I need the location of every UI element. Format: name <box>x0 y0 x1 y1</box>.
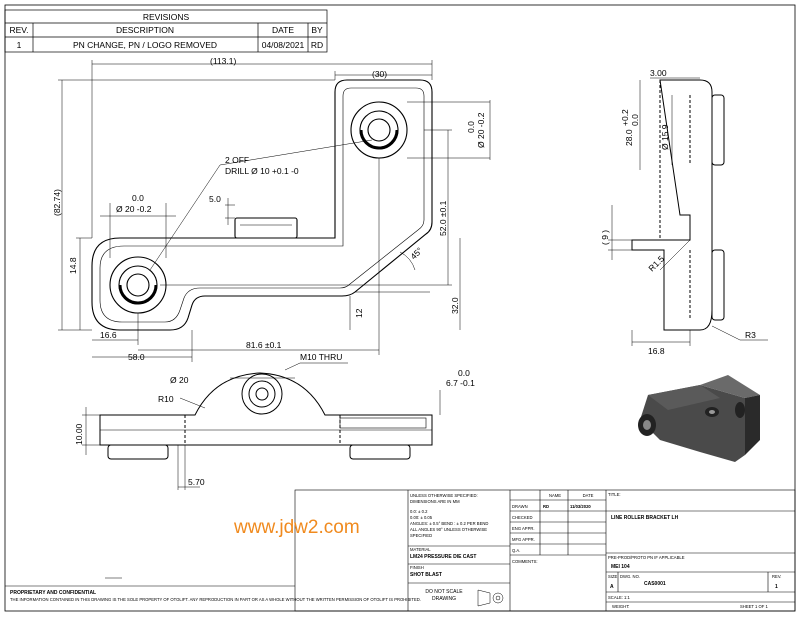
svg-text:3.00: 3.00 <box>650 68 667 78</box>
rev-value: 1 <box>17 40 22 50</box>
svg-text:+0.2: +0.2 <box>620 109 630 126</box>
bottom-dims <box>82 362 441 490</box>
title-block-text: UNLESS OTHERWISE SPECIFIED: DIMENSIONS A… <box>10 492 781 609</box>
hole-shade <box>118 284 158 305</box>
svg-text:14.8: 14.8 <box>68 257 78 274</box>
hole-shade <box>359 129 399 150</box>
svg-text:LM24 PRESSURE DIE CAST: LM24 PRESSURE DIE CAST <box>410 554 476 560</box>
revisions-title: REVISIONS <box>143 12 190 22</box>
svg-text:Q.A.: Q.A. <box>512 548 520 553</box>
revisions-table <box>4 9 328 53</box>
svg-text:DO NOT SCALE: DO NOT SCALE <box>425 589 463 595</box>
svg-text:28.0: 28.0 <box>624 129 634 146</box>
svg-text:6.7 -0.1: 6.7 -0.1 <box>446 378 475 388</box>
svg-text:0.0: 0.0 <box>458 368 470 378</box>
svg-text:ALL ANGLES 90° UNLESS OTHERWIS: ALL ANGLES 90° UNLESS OTHERWISE <box>410 527 487 532</box>
svg-text:DATE: DATE <box>583 493 594 498</box>
svg-text:Ø 20: Ø 20 <box>170 375 189 385</box>
by-header: BY <box>311 25 323 35</box>
rev-header: REV. <box>9 25 28 35</box>
isometric-render <box>638 375 760 462</box>
svg-text:81.6 ±0.1: 81.6 ±0.1 <box>246 340 282 350</box>
svg-text:PRE-PROD/PROTO PN IF APPLICABL: PRE-PROD/PROTO PN IF APPLICABLE <box>608 555 685 560</box>
svg-text:11/03/2020: 11/03/2020 <box>570 504 591 509</box>
svg-text:CAS0001: CAS0001 <box>644 581 666 587</box>
svg-text:0.0: 0.0 <box>630 114 640 126</box>
svg-text:MEI 104: MEI 104 <box>611 564 630 570</box>
svg-text:58.0: 58.0 <box>128 352 145 362</box>
svg-text:12: 12 <box>354 308 364 318</box>
svg-text:SCALE: 1:1: SCALE: 1:1 <box>608 595 631 600</box>
svg-text:32.0: 32.0 <box>450 297 460 314</box>
svg-text:(113.1): (113.1) <box>210 56 236 66</box>
svg-text:R1.5: R1.5 <box>646 253 666 273</box>
front-dims <box>58 60 491 362</box>
svg-text:5.0: 5.0 <box>209 194 221 204</box>
svg-text:UNLESS OTHERWISE SPECIFIED:: UNLESS OTHERWISE SPECIFIED: <box>410 493 478 498</box>
svg-text:MATERIAL: MATERIAL <box>410 547 431 552</box>
svg-text:R3: R3 <box>745 330 756 340</box>
svg-text:DRAWN: DRAWN <box>512 504 528 509</box>
svg-text:16.8: 16.8 <box>648 346 665 356</box>
svg-text:A: A <box>610 584 614 590</box>
svg-text:SHEET 1 OF 1: SHEET 1 OF 1 <box>740 604 769 609</box>
projection-symbol-icon <box>477 589 504 607</box>
svg-text:DWG. NO.: DWG. NO. <box>620 574 640 579</box>
svg-text:MFG APPR.: MFG APPR. <box>512 537 535 542</box>
title-block <box>5 489 796 612</box>
svg-text:0.0: 0.0 <box>132 193 144 203</box>
svg-text:SPECIFIED: SPECIFIED <box>410 533 432 538</box>
svg-text:ENG APPR.: ENG APPR. <box>512 526 535 531</box>
svg-text:CHECKED: CHECKED <box>512 515 532 520</box>
side-dim-text: 3.00 +0.2 0.0 28.0 Ø 15.9 ( 9 ) R1.5 16.… <box>600 68 756 356</box>
svg-text:1: 1 <box>775 584 778 590</box>
svg-text:0.0: ± 0.2: 0.0: ± 0.2 <box>410 509 428 514</box>
svg-text:Ø 15.9: Ø 15.9 <box>660 124 670 150</box>
svg-text:LINE ROLLER BRACKET LH: LINE ROLLER BRACKET LH <box>611 515 679 521</box>
by-value: RD <box>311 40 323 50</box>
svg-text:SHOT BLAST: SHOT BLAST <box>410 572 442 578</box>
bottom-view <box>99 372 433 460</box>
svg-text:0.0: 0.0 <box>466 121 476 133</box>
date-header: DATE <box>272 25 294 35</box>
svg-text:10.00: 10.00 <box>74 423 84 445</box>
date-value: 04/08/2021 <box>262 40 305 50</box>
svg-text:DRILL Ø 10 +0.1 -0: DRILL Ø 10 +0.1 -0 <box>225 166 299 176</box>
svg-text:DRAWING: DRAWING <box>432 596 456 602</box>
svg-text:REV.: REV. <box>772 574 781 579</box>
description-value: PN CHANGE, PN / LOGO REMOVED <box>73 40 217 50</box>
svg-text:PROPRIETARY AND CONFIDENTIAL: PROPRIETARY AND CONFIDENTIAL <box>10 590 96 596</box>
bottom-dim-text: M10 THRU Ø 20 R10 0.0 6.7 -0.1 10.00 5.7… <box>74 352 475 487</box>
svg-text:DIMENSIONS ARE IN MM: DIMENSIONS ARE IN MM <box>410 499 460 504</box>
description-header: DESCRIPTION <box>116 25 174 35</box>
svg-text:( 9 ): ( 9 ) <box>600 230 610 245</box>
side-dims <box>608 77 768 346</box>
svg-text:NAME: NAME <box>549 493 561 498</box>
svg-text:Ø 20 -0.2: Ø 20 -0.2 <box>116 204 152 214</box>
svg-text:COMMENTS:: COMMENTS: <box>512 559 538 564</box>
svg-text:52.0 ±0.1: 52.0 ±0.1 <box>438 200 448 236</box>
svg-text:5.70: 5.70 <box>188 477 205 487</box>
svg-text:Ø 20 -0.2: Ø 20 -0.2 <box>476 112 486 148</box>
svg-text:FINISH: FINISH <box>410 565 424 570</box>
svg-text:ANGLES: ± 0.5° BEND : ± 0.2: ANGLES: ± 0.5° BEND : ± 0.2 PER BEND <box>410 521 488 526</box>
svg-text:0.00: ± 0.05: 0.00: ± 0.05 <box>410 515 433 520</box>
svg-text:2 OFF: 2 OFF <box>225 155 249 165</box>
svg-text:(82.74): (82.74) <box>52 189 62 216</box>
svg-text:TITLE:: TITLE: <box>608 492 621 497</box>
side-view <box>631 79 725 331</box>
svg-text:THE INFORMATION CONTAINED IN T: THE INFORMATION CONTAINED IN THIS DRAWIN… <box>10 597 421 602</box>
svg-text:M10 THRU: M10 THRU <box>300 352 342 362</box>
svg-text:R10: R10 <box>158 394 174 404</box>
svg-text:SIZE: SIZE <box>608 574 618 579</box>
svg-text:16.6: 16.6 <box>100 330 117 340</box>
watermark: www.jdw2.com <box>233 517 360 538</box>
svg-text:WEIGHT:: WEIGHT: <box>612 604 629 609</box>
svg-text:(30): (30) <box>372 69 387 79</box>
svg-text:45°: 45° <box>408 245 424 261</box>
svg-text:RD: RD <box>543 504 549 509</box>
